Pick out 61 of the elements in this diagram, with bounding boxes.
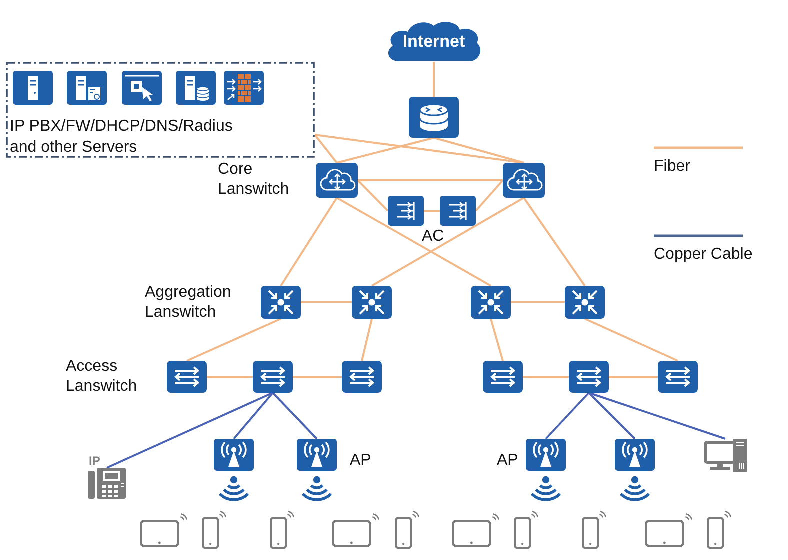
cable-line — [186, 318, 282, 362]
tier-label: Access Lanswitch — [66, 357, 138, 397]
legend-label: Copper Cable — [654, 245, 753, 265]
router-icon — [409, 97, 459, 138]
cable-line — [301, 302, 352, 304]
cloud-label: Internet — [402, 31, 466, 52]
access-point-icon — [526, 439, 566, 471]
aggregation-switch-icon — [261, 286, 301, 319]
cable-line — [207, 376, 253, 378]
cable-line — [280, 197, 338, 287]
access-switch-icon — [569, 361, 609, 393]
cable-line — [584, 318, 678, 362]
tier-label: AC — [422, 227, 446, 247]
device-label: AP — [350, 451, 372, 470]
cable-line — [361, 318, 373, 362]
cable-line — [372, 197, 524, 287]
cable-line — [424, 210, 440, 212]
cable-line — [545, 392, 590, 440]
cable-line — [336, 197, 492, 287]
phone-tag: IP — [89, 455, 100, 468]
aggregation-switch-icon — [471, 286, 511, 319]
access-point-icon — [214, 439, 254, 471]
cable-line — [523, 197, 586, 287]
access-switch-icon — [658, 361, 698, 393]
device-label: AP — [497, 451, 518, 470]
legend-label: Fiber — [654, 157, 692, 177]
cable-line — [336, 137, 434, 164]
cable-line — [358, 180, 503, 182]
cable-line — [511, 302, 565, 304]
core-switch-icon — [316, 163, 358, 198]
access-point-icon — [615, 439, 655, 471]
desktop-computer-icon — [704, 439, 747, 472]
core-switch-icon — [503, 163, 545, 198]
cable-line — [475, 180, 504, 212]
cable-line — [314, 134, 338, 164]
ip-phone-icon — [88, 468, 126, 499]
group-caption: IP PBX/FW/DHCP/DNS/Radius and other Servers — [10, 117, 234, 158]
cable-line — [106, 392, 274, 469]
cable-line — [272, 392, 318, 440]
access-switch-icon — [483, 361, 523, 393]
cable-line — [293, 376, 342, 378]
cable-line — [434, 137, 524, 164]
cable-line — [588, 392, 636, 440]
access-switch-icon — [253, 361, 293, 393]
access-controller-icon — [388, 196, 424, 226]
cable-line — [433, 62, 435, 97]
cable-line — [490, 318, 504, 362]
cable-line — [233, 392, 274, 440]
cable-line — [357, 180, 389, 212]
server-group-frame — [6, 62, 315, 158]
cable-line — [523, 376, 569, 378]
access-point-icon — [297, 439, 337, 471]
access-switch-icon — [167, 361, 207, 393]
tier-label: Aggregation Lanswitch — [145, 283, 232, 323]
aggregation-switch-icon — [565, 286, 605, 319]
cable-line — [609, 376, 658, 378]
access-controller-icon — [440, 196, 476, 226]
cable-line — [588, 392, 726, 440]
access-switch-icon — [342, 361, 382, 393]
aggregation-switch-icon — [352, 286, 392, 319]
tier-label: Core Lanswitch — [218, 160, 290, 200]
